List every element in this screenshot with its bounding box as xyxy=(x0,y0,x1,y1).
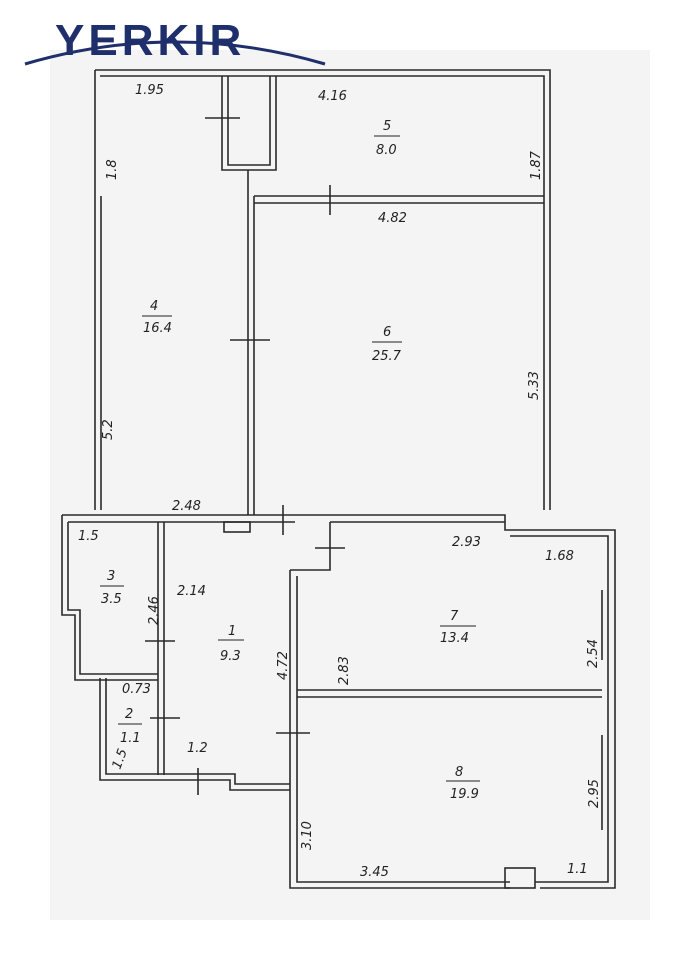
room-number: 3 xyxy=(107,569,115,584)
dimension-label: 1.1 xyxy=(567,862,588,877)
room-area: 3.5 xyxy=(101,592,122,607)
logo-arc xyxy=(24,40,326,66)
room-area: 16.4 xyxy=(143,321,172,336)
dimension-label: 5.2 xyxy=(101,419,116,440)
dimension-label: 1.68 xyxy=(545,549,574,564)
room-1-label: 19.3 xyxy=(218,624,244,664)
dimension-label: 0.73 xyxy=(122,682,151,697)
room-3-label: 33.5 xyxy=(100,569,124,607)
dimension-label: 2.83 xyxy=(337,656,352,685)
dimension-label: 2.95 xyxy=(587,779,602,808)
room-number: 6 xyxy=(383,325,391,340)
room-8-label: 819.9 xyxy=(446,765,480,802)
dimension-label: 1.2 xyxy=(187,741,208,756)
dimension-labels: 1.95 4.16 1.8 1.87 4.82 5.2 5.33 2.48 1.… xyxy=(78,83,602,880)
dimension-label: 1.8 xyxy=(105,159,120,180)
dimension-label: 1.5 xyxy=(78,529,99,544)
room-area: 13.4 xyxy=(440,631,469,646)
room-labels: 19.3 21.1 33.5 416.4 58.0 625.7 713.4 81… xyxy=(100,119,480,802)
logo-text: YERKIR xyxy=(55,16,245,65)
dimension-label: 3.45 xyxy=(360,865,389,880)
room-area: 9.3 xyxy=(220,649,241,664)
room-number: 7 xyxy=(450,609,459,624)
dimension-label: 3.10 xyxy=(300,821,315,850)
logo: YERKIR xyxy=(24,16,326,66)
walls xyxy=(61,69,616,889)
room-area: 8.0 xyxy=(376,143,397,158)
dimension-label: 5.33 xyxy=(527,371,542,400)
room-4-label: 416.4 xyxy=(142,299,172,336)
room-number: 4 xyxy=(150,299,158,314)
dimension-label: 2.14 xyxy=(177,584,206,599)
dimension-label: 2.48 xyxy=(172,499,201,514)
dimension-label: 4.16 xyxy=(318,89,347,104)
dimension-label: 1.5 xyxy=(110,747,131,772)
dimension-label: 2.93 xyxy=(452,535,481,550)
dimension-label: 2.54 xyxy=(586,639,601,668)
room-number: 8 xyxy=(455,765,463,780)
room-area: 1.1 xyxy=(120,731,141,746)
dimension-label: 4.72 xyxy=(276,651,291,680)
dimension-label: 1.95 xyxy=(135,83,164,98)
room-area: 25.7 xyxy=(372,349,402,364)
room-area: 19.9 xyxy=(450,787,479,802)
room-number: 5 xyxy=(383,119,391,134)
room-number: 2 xyxy=(125,707,133,722)
dimension-label: 4.82 xyxy=(378,211,407,226)
room-number: 1 xyxy=(228,624,236,639)
room-2-label: 21.1 xyxy=(118,707,142,746)
room-7-label: 713.4 xyxy=(440,609,476,646)
dimension-label: 1.87 xyxy=(529,150,544,180)
room-6-label: 625.7 xyxy=(372,325,402,364)
dimension-label: 2.46 xyxy=(147,596,162,625)
room-5-label: 58.0 xyxy=(374,119,400,158)
